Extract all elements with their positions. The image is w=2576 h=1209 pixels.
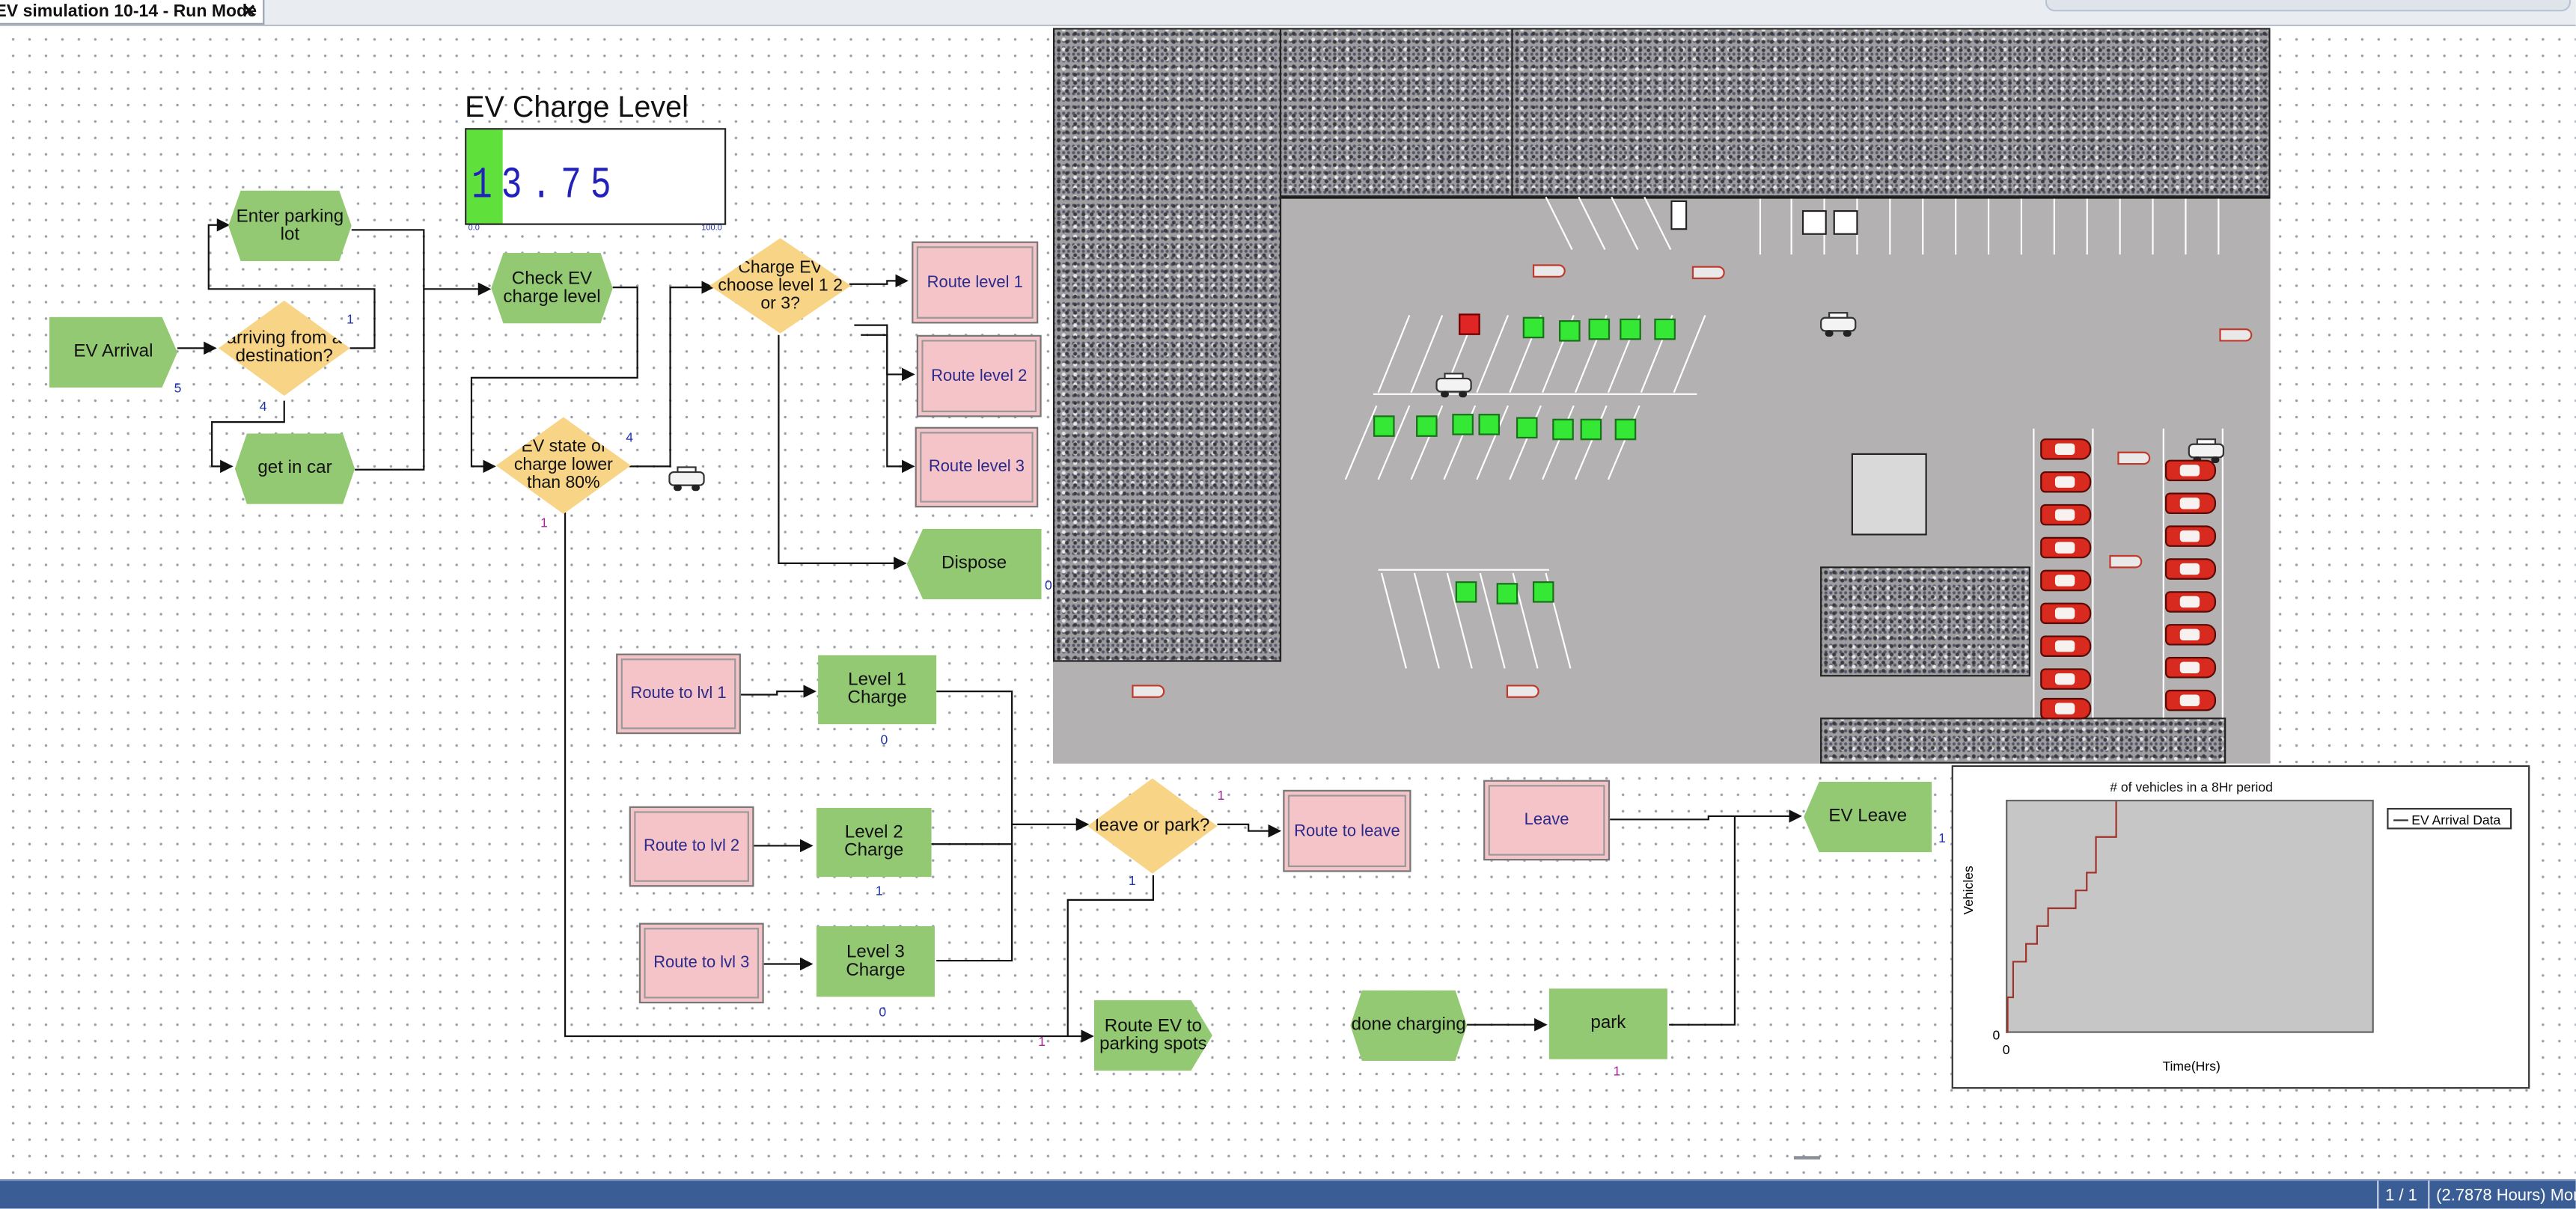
gauge-min-tick: 0.0 — [468, 223, 480, 233]
plot-y-label: Vehicles — [1961, 866, 1977, 915]
counter: 4 — [626, 430, 634, 445]
sign-marker — [1506, 685, 1539, 698]
document-tab[interactable]: EV simulation 10-14 - Run Mode ✕ — [0, 0, 265, 25]
parking-lot-animation — [1052, 28, 2271, 764]
plot-title: # of vehicles in a 8Hr period — [2110, 780, 2273, 795]
check-ev-block[interactable]: Check EV charge level — [491, 253, 613, 324]
title-bar: EV simulation 10-14 - Run Mode ✕ — [0, 0, 2576, 27]
sign-marker — [2117, 451, 2151, 465]
booth — [1801, 209, 1827, 235]
get-in-car-block[interactable]: get in car — [234, 433, 355, 504]
counter: 1 — [875, 883, 883, 899]
charger-spot — [1416, 415, 1438, 437]
plot-area — [2006, 799, 2374, 1033]
ev-arrival-block[interactable]: EV Arrival — [49, 316, 178, 388]
counter: 1 — [347, 312, 354, 327]
charger-spot — [1559, 320, 1581, 342]
y-tick-label: 0 — [1992, 1028, 2000, 1043]
leave-block[interactable]: Leave — [1483, 780, 1611, 861]
route-to-leave-block[interactable]: Route to leave — [1283, 789, 1411, 872]
charge-level-value: 13.75 — [471, 162, 620, 212]
sign-marker — [1132, 685, 1165, 698]
charger-spot — [1516, 417, 1538, 439]
sign-marker — [1532, 264, 1566, 278]
arrival-plot[interactable]: # of vehicles in a 8Hr period EV Arrival… — [1951, 765, 2530, 1089]
counter: 0 — [1045, 578, 1052, 593]
document-tab-label: EV simulation 10-14 - Run Mode — [0, 1, 257, 22]
charger-spot — [1620, 318, 1641, 340]
gravel-area — [1052, 28, 1282, 662]
charger-spot — [1614, 418, 1637, 441]
charge-level-gauge: 13.75 — [465, 128, 727, 225]
plot-series — [2006, 801, 2117, 1033]
sign-marker — [2109, 554, 2143, 569]
x-tick-label: 0 — [2002, 1042, 2010, 1058]
counter: 1 — [1128, 873, 1136, 889]
series-line — [2006, 801, 2117, 1033]
enter-lot-block[interactable]: Enter parking lot — [228, 190, 352, 262]
charger-spot — [1496, 583, 1519, 604]
charger-spot — [1522, 316, 1545, 339]
charger-spot — [1455, 581, 1477, 603]
plot-x-label: Time(Hrs) — [2162, 1059, 2221, 1074]
ev-leave-block[interactable]: EV Leave — [1804, 781, 1932, 853]
status-sim-time: (2.7878 Hours) Monday — [2428, 1181, 2576, 1209]
status-page: 1 / 1 — [2377, 1181, 2417, 1209]
close-icon[interactable]: ✕ — [242, 1, 257, 22]
counter: 1 — [1217, 788, 1225, 804]
charger-spot — [1373, 415, 1395, 437]
route-lvl3-block[interactable]: Route to lvl 3 — [638, 922, 764, 1004]
charger-spot — [1580, 418, 1602, 441]
counter: 5 — [174, 381, 182, 396]
done-charging-block[interactable]: done charging — [1350, 990, 1468, 1061]
level2-charge-block[interactable]: Level 2 Charge — [816, 807, 932, 878]
level1-charge-block[interactable]: Level 1 Charge — [818, 655, 937, 724]
occupied-spot — [1459, 313, 1480, 335]
route-lvl2-block[interactable]: Route to lvl 2 — [629, 806, 754, 887]
charger-spot — [1452, 414, 1474, 435]
charger-spot — [1654, 318, 1676, 340]
plot-legend: EV Arrival Data — [2387, 807, 2512, 830]
charger-spot — [1478, 414, 1501, 435]
counter: 1 — [1613, 1064, 1621, 1080]
counter: 0 — [879, 1005, 887, 1020]
park-block[interactable]: park — [1548, 988, 1667, 1059]
route-lvl1-block[interactable]: Route to lvl 1 — [616, 653, 741, 735]
route-level1-block[interactable]: Route level 1 — [912, 241, 1039, 324]
splitter-handle[interactable] — [1793, 1156, 1821, 1160]
building — [1851, 453, 1927, 536]
booth — [1833, 209, 1858, 235]
counter: 0 — [880, 732, 888, 747]
gravel-area — [1820, 566, 2031, 677]
sign-marker — [2219, 328, 2253, 342]
counter: 4 — [259, 399, 267, 414]
route-ev-spots-block[interactable]: Route EV to parking spots — [1093, 1000, 1212, 1071]
dispose-block[interactable]: Dispose — [906, 528, 1042, 600]
vehicle-icon — [1820, 312, 1857, 337]
booth — [1670, 200, 1688, 230]
vehicle-icon — [668, 466, 705, 492]
vehicle-icon — [2188, 438, 2225, 463]
gravel-area — [1820, 717, 2226, 764]
route-level3-block[interactable]: Route level 3 — [915, 426, 1039, 508]
sign-marker — [1691, 266, 1725, 280]
charger-spot — [1532, 581, 1554, 603]
status-bar: 1 / 1 (2.7878 Hours) Monday — [0, 1179, 2576, 1209]
gravel-area — [1279, 28, 1513, 198]
level3-charge-block[interactable]: Level 3 Charge — [816, 925, 935, 997]
gauge-max-tick: 100.0 — [701, 223, 722, 233]
charger-spot — [1588, 318, 1611, 340]
gravel-area — [1511, 28, 2271, 198]
charger-spot — [1552, 418, 1574, 441]
counter: 1 — [1038, 1034, 1046, 1050]
charge-level-title: EV Charge Level — [465, 90, 689, 123]
charge-level-fill — [466, 129, 502, 224]
counter: 1 — [1938, 830, 1946, 846]
route-level2-block[interactable]: Route level 2 — [916, 334, 1042, 417]
counter: 1 — [540, 515, 548, 530]
vehicle-icon — [1435, 373, 1472, 398]
